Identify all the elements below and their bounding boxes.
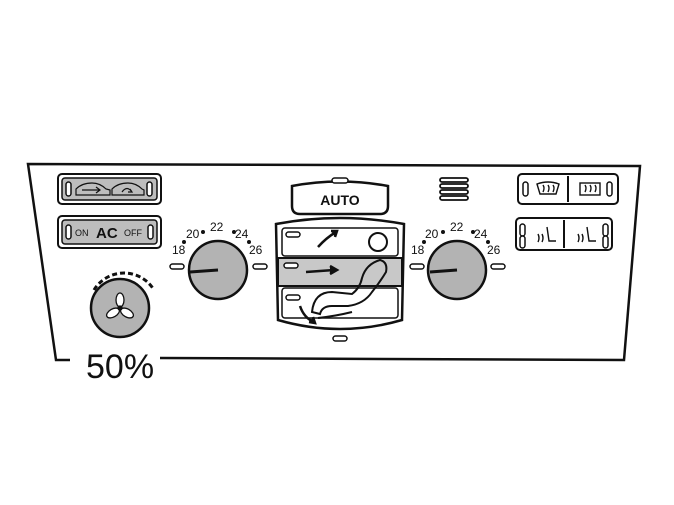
- left-temp-led-left: [169, 263, 185, 270]
- airflow-face-icon: [305, 264, 340, 276]
- ac-off-label: OFF: [124, 228, 142, 238]
- right-temp-scale-26: 26: [487, 243, 501, 257]
- auto-button[interactable]: AUTO: [290, 177, 390, 216]
- right-temp-led-right: [490, 263, 506, 270]
- recirculation-button-led-left: [65, 181, 72, 197]
- airflow-selector[interactable]: [274, 216, 406, 331]
- seat-heater-left-icon: [537, 226, 556, 243]
- defrost-led-left: [522, 181, 529, 197]
- seat-heater-led-right-a: [602, 223, 609, 237]
- airflow-led-windshield: [285, 231, 301, 238]
- seat-heater-led-right-b: [602, 235, 609, 249]
- seat-heater-led-left-b: [519, 235, 526, 249]
- airflow-bottom-led: [332, 335, 348, 342]
- defrost-buttons[interactable]: [517, 173, 619, 205]
- windshield-defrost-icon: [536, 181, 560, 195]
- panel-outline: [26, 162, 642, 362]
- right-temp-scale-dots: [422, 230, 490, 244]
- right-temp-led-left: [409, 263, 425, 270]
- left-temp-scale-26: 26: [249, 243, 263, 257]
- right-temp-scale-20: 20: [425, 227, 439, 241]
- left-temp-pointer: [189, 268, 219, 274]
- fan-knob[interactable]: [89, 271, 156, 339]
- fresh-air-car-icon: [75, 182, 111, 196]
- left-temp-scale-18: 18: [172, 243, 186, 257]
- right-temp-knob[interactable]: 18 20 22 24 26: [409, 220, 506, 301]
- ac-button-led-left: [65, 224, 72, 240]
- ac-label: AC: [96, 225, 118, 242]
- recirculation-button[interactable]: [57, 173, 162, 205]
- vent-grille-icon: [439, 177, 469, 201]
- auto-led: [331, 177, 349, 184]
- left-temp-scale-22: 22: [210, 220, 224, 234]
- left-temp-scale-dots: [182, 230, 251, 244]
- seat-heater-right-icon: [577, 226, 596, 243]
- left-temp-scale-20: 20: [186, 227, 200, 241]
- airflow-led-feet: [285, 294, 301, 301]
- defrost-led-right: [606, 181, 613, 197]
- seat-heater-led-left-a: [519, 223, 526, 237]
- fan-level-caption: 50%: [86, 348, 154, 386]
- right-temp-scale-18: 18: [411, 243, 425, 257]
- recirculation-car-icon: [111, 182, 145, 196]
- auto-label: AUTO: [320, 192, 360, 208]
- fan-icon: [105, 292, 135, 319]
- ac-button[interactable]: ON AC OFF: [57, 215, 162, 249]
- recirculation-button-led-right: [146, 181, 153, 197]
- ac-button-led-right: [147, 224, 154, 240]
- rear-window-defrost-icon: [579, 182, 601, 196]
- airflow-button-windshield[interactable]: [281, 227, 399, 257]
- right-temp-scale-24: 24: [474, 227, 488, 241]
- fan-level-arc: [92, 271, 156, 291]
- left-temp-scale-24: 24: [235, 227, 249, 241]
- right-temp-pointer: [429, 268, 458, 274]
- airflow-button-face[interactable]: [277, 257, 403, 287]
- passenger-seat-icon: [310, 232, 388, 319]
- left-temp-led-right: [252, 263, 268, 270]
- ac-on-label: ON: [75, 228, 89, 238]
- airflow-led-face: [283, 262, 299, 269]
- airflow-windshield-icon: [317, 229, 339, 248]
- seat-heater-buttons[interactable]: [515, 217, 613, 251]
- right-temp-scale-22: 22: [450, 220, 464, 234]
- airflow-feet-icon: [298, 305, 317, 325]
- left-temp-knob[interactable]: 18 20 22 24 26: [169, 220, 268, 301]
